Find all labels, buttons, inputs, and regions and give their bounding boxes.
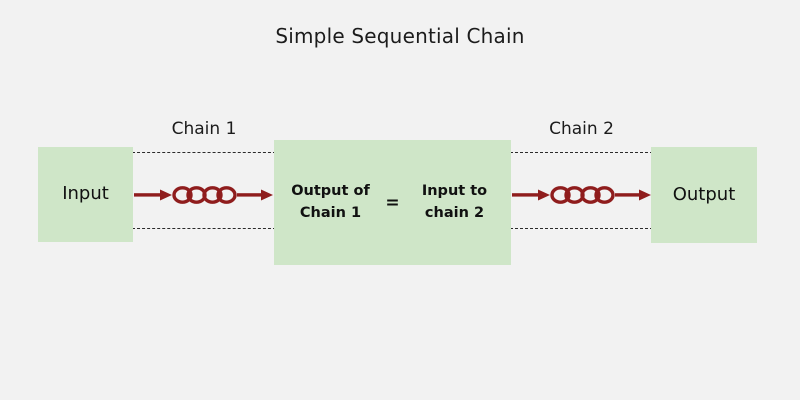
arrow-right-icon — [237, 189, 273, 201]
chain-1-region — [132, 152, 276, 229]
input-to-chain2-label: Input to chain 2 — [407, 181, 503, 223]
chain-2-region — [510, 152, 653, 229]
chain-2-connector — [512, 178, 652, 212]
input-node-label: Input — [62, 183, 109, 205]
chain-link-icon — [550, 186, 615, 204]
input-to-chain2-line2: chain 2 — [424, 204, 485, 221]
output-node-label: Output — [672, 183, 736, 205]
chain-1-connector — [134, 178, 274, 212]
input-to-chain2-line1: Input to — [421, 183, 488, 200]
chain-link-icon — [172, 186, 237, 204]
chain-2-label: Chain 2 — [549, 119, 614, 139]
chain-1-label: Chain 1 — [171, 119, 237, 139]
arrow-right-icon — [134, 189, 172, 201]
equals-sign: = — [385, 192, 400, 213]
page-title: Simple Sequential Chain — [275, 24, 525, 48]
output-of-chain1-line2: Chain 1 — [299, 204, 362, 221]
output-node: Output — [651, 147, 757, 243]
arrow-right-icon — [615, 189, 651, 201]
output-of-chain1-line1: Output of — [291, 183, 370, 200]
input-node: Input — [38, 147, 133, 242]
output-of-chain1-label: Output of Chain 1 — [283, 181, 379, 223]
intermediate-node: Output of Chain 1 = Input to chain 2 — [274, 140, 511, 265]
arrow-right-icon — [512, 189, 550, 201]
